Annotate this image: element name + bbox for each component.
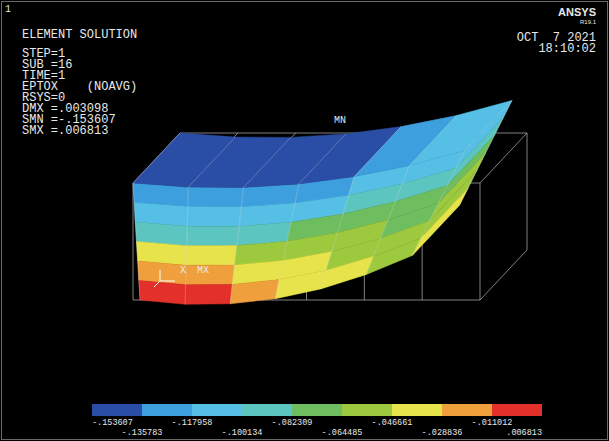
element-edge xyxy=(299,134,346,184)
legend-swatch xyxy=(492,404,542,416)
element-edge xyxy=(133,133,180,183)
legend-value: -.082309 xyxy=(272,419,313,428)
element-edge xyxy=(230,187,243,303)
deformed-beam xyxy=(133,101,512,305)
axis-triad xyxy=(154,270,175,287)
contour-band xyxy=(185,284,232,304)
contour-band xyxy=(430,153,486,221)
element-edge xyxy=(185,187,188,304)
wire-line xyxy=(480,250,527,300)
max-marker: MX xyxy=(197,266,209,276)
element-edge xyxy=(133,183,140,300)
max-value: SMX =.006813 xyxy=(22,125,108,137)
plot-time: 18:10:02 xyxy=(538,43,596,55)
axis-label: X xyxy=(180,266,186,276)
contour-band xyxy=(275,270,326,299)
legend-swatch xyxy=(292,404,342,416)
window-number: 1 xyxy=(5,5,11,15)
min-marker: MN xyxy=(334,116,346,126)
legend-swatch xyxy=(142,404,192,416)
legend-swatch xyxy=(92,404,142,416)
legend-value: -.011012 xyxy=(472,419,513,428)
legend-value: -.064485 xyxy=(322,429,363,438)
element-edge xyxy=(412,151,464,256)
element-edge xyxy=(321,177,354,289)
axis-line xyxy=(160,281,175,282)
contour-band xyxy=(186,265,235,285)
legend-value: -.100134 xyxy=(222,429,263,438)
contour-band xyxy=(188,187,244,207)
program-version: R19.1 xyxy=(580,19,596,25)
legend-swatch xyxy=(392,404,442,416)
legend-value: -.046661 xyxy=(372,419,413,428)
contour-band xyxy=(412,188,468,255)
legend-swatch xyxy=(192,404,242,416)
contour-band xyxy=(139,281,186,305)
contour-band xyxy=(366,238,421,275)
element-edges xyxy=(133,101,512,305)
contour-band xyxy=(187,207,241,227)
element-edge xyxy=(459,101,511,206)
element-edge xyxy=(410,116,457,166)
result-title: ELEMENT SOLUTION xyxy=(22,29,137,41)
contour-band xyxy=(186,246,237,266)
contour-band xyxy=(439,136,495,204)
element-edge xyxy=(275,184,299,299)
contour-band xyxy=(230,280,279,304)
axis-line xyxy=(160,270,161,281)
legend-value: .006813 xyxy=(506,429,542,438)
axis-line xyxy=(154,281,160,287)
wire-line xyxy=(480,183,481,300)
legend-swatch xyxy=(342,404,392,416)
wire-line xyxy=(527,133,528,250)
legend-value: -.028836 xyxy=(422,429,463,438)
contour-band xyxy=(410,101,512,166)
element-edge xyxy=(188,137,235,187)
legend-swatch xyxy=(242,404,292,416)
element-edge xyxy=(366,166,409,275)
element-edge xyxy=(354,127,401,177)
program-logo: ANSYS xyxy=(558,7,596,18)
legend-swatch xyxy=(442,404,492,416)
legend-value: -.117958 xyxy=(172,419,213,428)
element-edge xyxy=(465,101,512,151)
element-edge xyxy=(244,137,291,187)
legend-value: -.153607 xyxy=(92,419,133,428)
contour-band xyxy=(447,118,503,185)
contour-band xyxy=(187,226,239,246)
legend-value: -.135783 xyxy=(122,429,163,438)
contour-band xyxy=(421,171,477,239)
wire-line xyxy=(133,183,134,300)
contour-band xyxy=(456,101,512,169)
